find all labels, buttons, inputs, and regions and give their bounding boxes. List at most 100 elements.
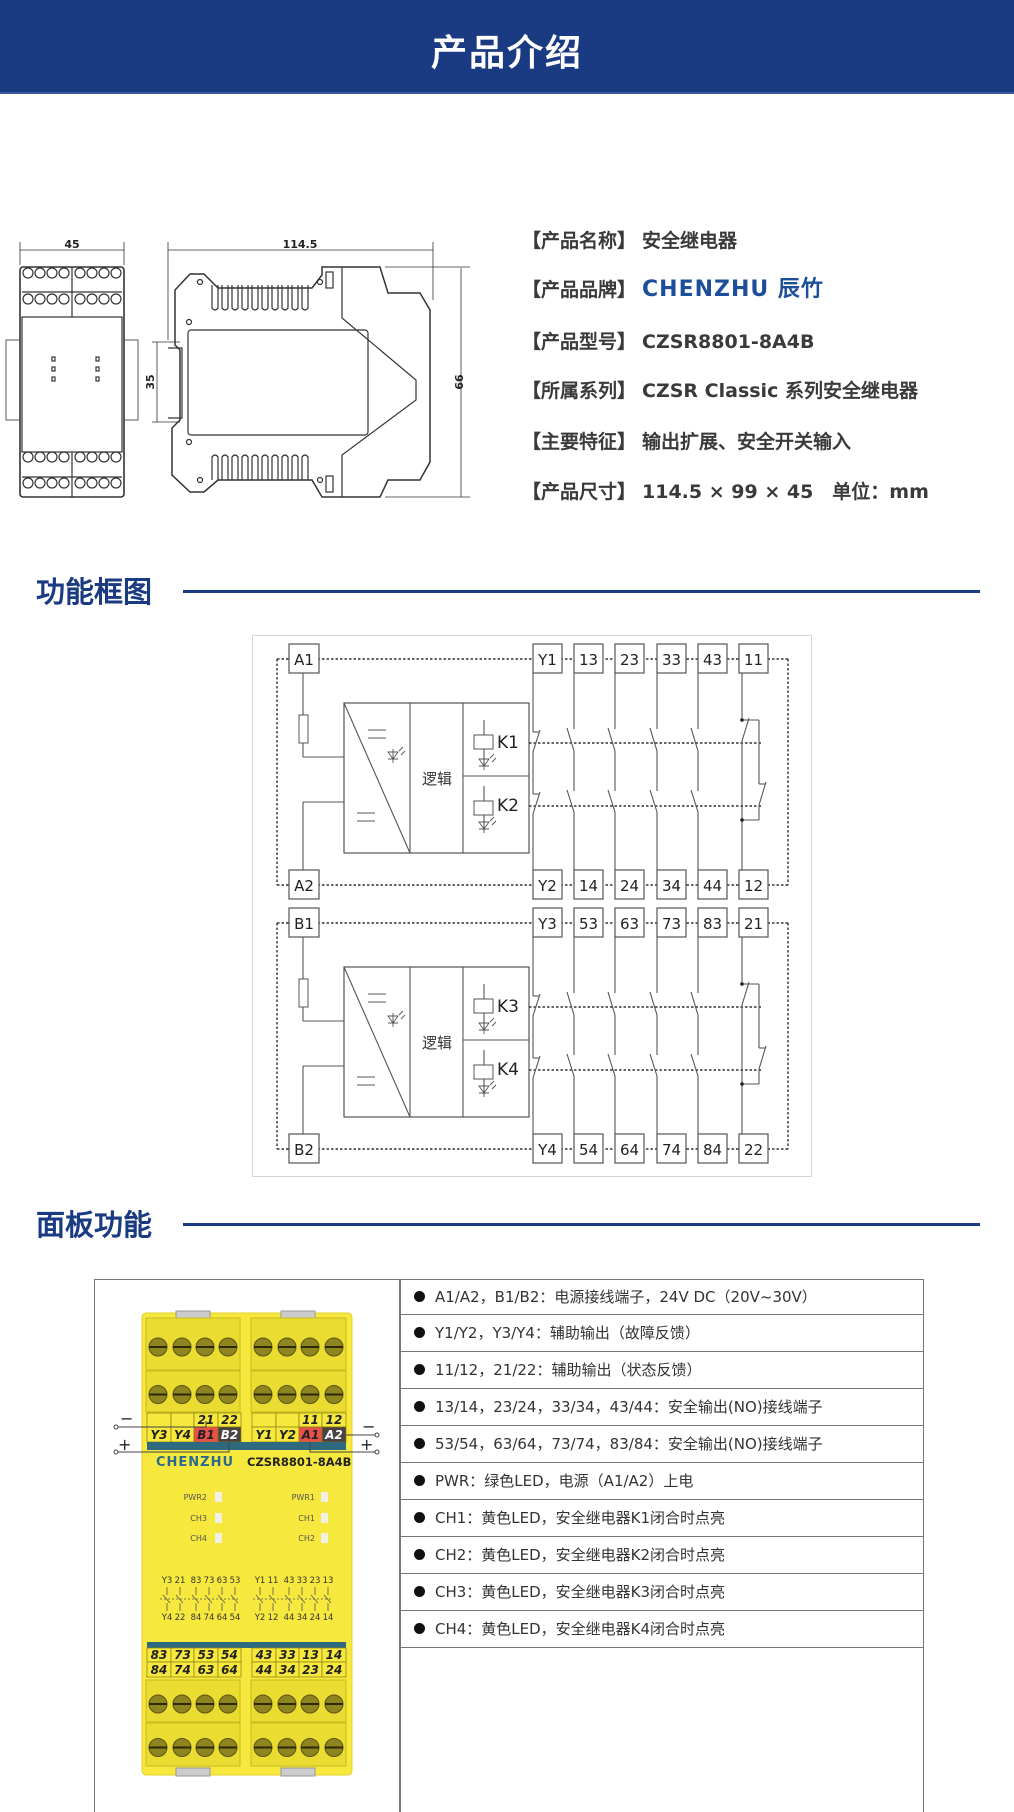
- terminal-box: [656, 643, 687, 674]
- contact-label: 21: [175, 1576, 186, 1586]
- terminal-box: [614, 869, 645, 900]
- terminal-screw-icon: [110, 267, 122, 279]
- vent-fin: [271, 285, 279, 311]
- terminal-label: 11: [744, 651, 763, 669]
- function-diagram: 逻辑K1K2Y1Y213142324333443441112A1A2逻辑K3K4…: [276, 643, 789, 1164]
- label-cell: [217, 1661, 242, 1678]
- label-cell: [146, 1412, 172, 1428]
- dim-rail: 35: [144, 374, 157, 389]
- wire: [343, 966, 411, 1118]
- terminal-screw-icon: [98, 477, 110, 489]
- terminal-screw-icon: [22, 477, 34, 489]
- terminal-label: Y2: [537, 877, 557, 895]
- terminal-screw-icon: [74, 293, 86, 305]
- relay-coil-icon: [473, 1064, 494, 1080]
- terminal-label: 83: [703, 915, 722, 933]
- terminal-box: [614, 907, 645, 938]
- wire: [690, 991, 699, 1016]
- terminal-box: [532, 869, 563, 900]
- terminal-label: 33: [279, 1648, 296, 1662]
- feature-row: Y1/Y2，Y3/Y4：辅助输出（故障反馈）: [400, 1315, 923, 1352]
- feature-row: 13/14，23/24，33/34，43/44：安全输出(NO)接线端子: [400, 1389, 923, 1426]
- feature-row: 11/12，21/22：辅助输出（状态反馈）: [400, 1352, 923, 1389]
- terminal-box: [288, 643, 320, 674]
- terminal-screw-icon: [22, 267, 34, 279]
- relay-label: K1: [497, 733, 519, 753]
- blue-strip: [147, 1442, 346, 1450]
- vent-fin: [301, 454, 309, 480]
- section-title-function-diagram: 功能框图: [36, 575, 153, 609]
- terminal-label: A1: [301, 1428, 320, 1442]
- terminal-box: [288, 869, 320, 900]
- header-banner: [0, 0, 1014, 94]
- led-label: PWR2: [184, 1493, 207, 1502]
- wire: [532, 993, 541, 1017]
- info-label: 【产品名称】: [522, 230, 637, 252]
- info-row-size: 【产品尺寸】114.5 × 99 × 45 单位：mm: [522, 480, 929, 504]
- wire: [649, 991, 658, 1016]
- junction-dot: [740, 982, 744, 986]
- wire: [607, 991, 616, 1016]
- contact-symbol-icon: [323, 1587, 332, 1611]
- contact-label: 73: [204, 1576, 215, 1586]
- feature-row: CH4：黄色LED，安全继电器K4闭合时点亮: [400, 1611, 923, 1648]
- feature-row: CH1：黄色LED，安全继电器K1闭合时点亮: [400, 1500, 923, 1537]
- contact-label: 33: [297, 1576, 308, 1586]
- contact-label: 74: [204, 1613, 215, 1623]
- terminal-label: 43: [703, 651, 722, 669]
- vent-fin: [221, 454, 229, 480]
- logic-block: [343, 966, 530, 1118]
- terminal-box: [573, 643, 604, 674]
- plus-sign: +: [360, 1435, 373, 1454]
- terminal-screw-icon: [34, 451, 46, 463]
- info-value: CZSR8801-8A4B: [642, 331, 815, 353]
- wire: [690, 727, 699, 752]
- led-indicator: [321, 1492, 328, 1502]
- dimension-drawing: 45 114.5 35 99: [5, 238, 470, 498]
- terminal-screw-icon: [86, 477, 98, 489]
- supply-terminal-label: B1: [294, 915, 314, 933]
- wire: [532, 1055, 541, 1079]
- led-indicator: [215, 1513, 222, 1523]
- minus-sign: −: [120, 1409, 133, 1428]
- terminal-screw-icon: [98, 293, 110, 305]
- wire-terminal-icon: [374, 1449, 380, 1455]
- feature-text: PWR：绿色LED，电源（A1/A2）上电: [435, 1472, 694, 1490]
- plus-sign: +: [118, 1435, 131, 1454]
- feature-row: 53/54，63/64，73/74，83/84：安全输出(NO)接线端子: [400, 1426, 923, 1463]
- info-row-features: 【主要特征】输出扩展、安全开关输入: [522, 430, 851, 454]
- relay-label: K4: [497, 1060, 519, 1080]
- relay-coil-icon: [473, 998, 494, 1014]
- terminal-screw-icon: [46, 293, 58, 305]
- terminal-box: [573, 869, 604, 900]
- terminal-label: B1: [197, 1428, 215, 1442]
- wire: [649, 1053, 658, 1077]
- terminal-label: 54: [579, 1141, 598, 1159]
- feature-text: CH1：黄色LED，安全继电器K1闭合时点亮: [435, 1509, 726, 1527]
- dim-length: 114.5: [283, 238, 318, 251]
- info-row-name: 【产品名称】安全继电器: [522, 229, 737, 253]
- wire: [566, 1053, 575, 1077]
- wire: [741, 717, 750, 742]
- feature-row: CH2：黄色LED，安全继电器K2闭合时点亮: [400, 1537, 923, 1574]
- wire: [649, 789, 658, 813]
- vent-fin: [261, 454, 269, 480]
- relay-coil-icon: [473, 800, 494, 816]
- terminal-screw-icon: [86, 293, 98, 305]
- terminal-label: 44: [703, 877, 722, 895]
- contact-label: 12: [268, 1613, 279, 1623]
- wire: [607, 727, 616, 752]
- led-label: CH3: [190, 1514, 207, 1523]
- feature-text: Y1/Y2，Y3/Y4：辅助输出（故障反馈）: [435, 1324, 700, 1342]
- terminal-box: [288, 907, 320, 938]
- feature-text: 11/12，21/22：辅助输出（状态反馈）: [435, 1361, 702, 1379]
- terminal-box: [738, 907, 769, 938]
- supply-terminal-label: A1: [294, 651, 314, 669]
- terminal-box: [697, 869, 728, 900]
- terminal-label: 84: [703, 1141, 722, 1159]
- terminal-label: 83: [151, 1648, 168, 1662]
- wire: [532, 791, 541, 815]
- terminal-label: 53: [579, 915, 598, 933]
- wire-terminal-icon: [374, 1432, 380, 1438]
